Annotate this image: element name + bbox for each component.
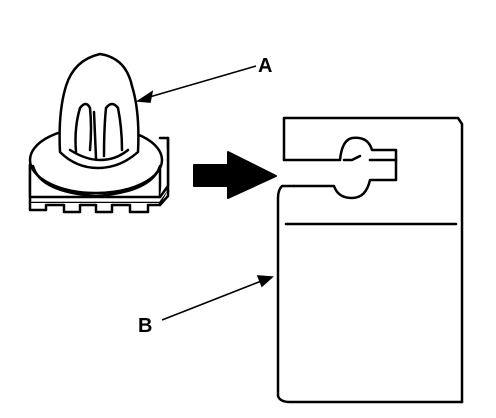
leader-arrowhead-b: [256, 275, 274, 288]
callout-label-b: B: [138, 315, 152, 337]
clip-fastener: [28, 52, 170, 214]
insertion-arrow: [193, 151, 277, 199]
clip-head: [58, 52, 140, 170]
leader-line-b: [161, 279, 265, 321]
panel-lower-body: [276, 184, 464, 404]
panel-upper-edge: [282, 116, 464, 404]
leader-arrowhead-a: [135, 90, 154, 103]
leader-lines: [135, 65, 274, 321]
clip-slots: [68, 102, 130, 162]
leader-line-a: [145, 65, 257, 99]
panel-with-slot: [276, 116, 464, 404]
panel-slot: [282, 136, 398, 200]
callout-label-a: A: [258, 55, 272, 77]
